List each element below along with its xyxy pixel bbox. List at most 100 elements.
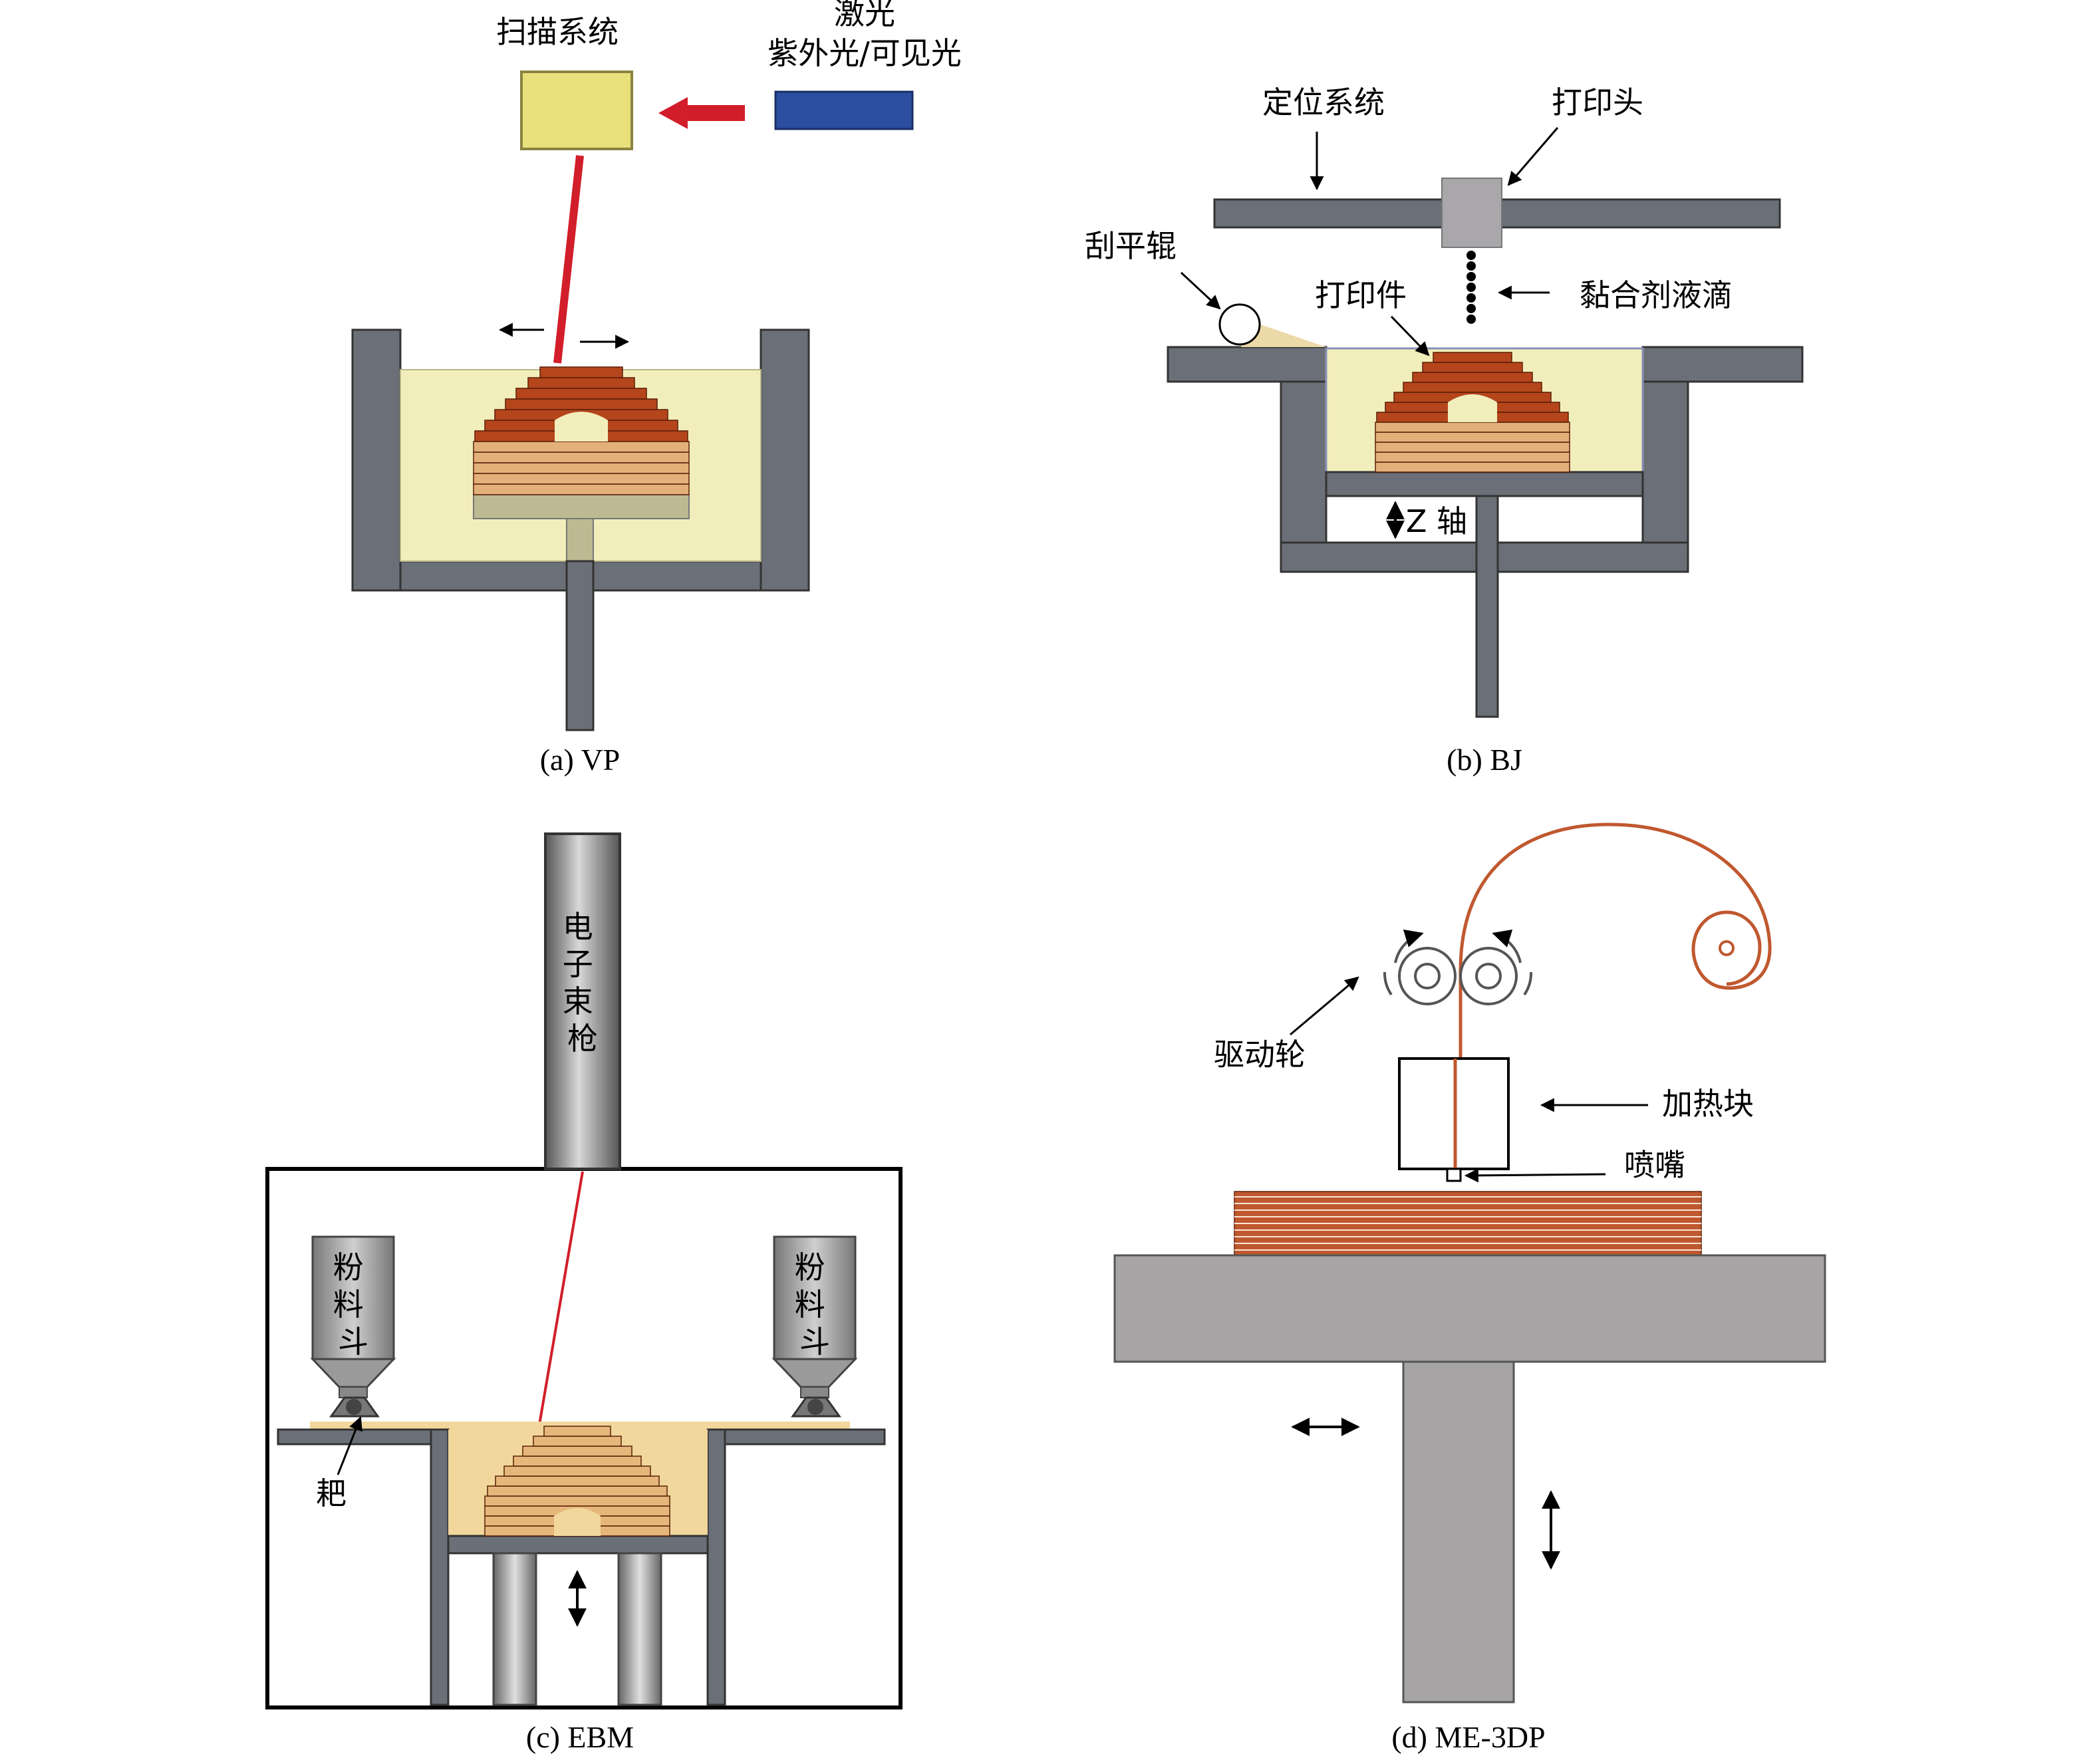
printed-part-b — [1375, 352, 1570, 473]
caption-d: (d) ME-3DP — [1391, 1720, 1545, 1754]
part-layer — [527, 377, 635, 389]
nozzle-arrow — [1464, 1168, 1606, 1183]
z-axis-label: Z 轴 — [1406, 503, 1467, 539]
part-layer — [1375, 432, 1570, 443]
hopper-left-char-1: 粉 — [333, 1249, 364, 1285]
roller-arrow — [1180, 271, 1221, 310]
bed-left-top — [1167, 346, 1327, 383]
part-layer — [522, 1446, 632, 1457]
gun-char-4: 枪 — [567, 1021, 598, 1057]
binder-droplet — [1466, 283, 1476, 292]
part-layer — [539, 366, 623, 378]
heater-label: 加热块 — [1662, 1086, 1754, 1122]
part-layer — [484, 1495, 670, 1507]
drive-wheel-label: 驱动轮 — [1214, 1037, 1306, 1072]
part-layer — [515, 388, 647, 400]
part-layer — [473, 473, 690, 485]
laser-type-label: 紫外光/可见光 — [768, 35, 962, 71]
part-hole — [555, 412, 608, 441]
part-layer — [495, 1475, 660, 1487]
part-layer — [1375, 422, 1570, 433]
powder-layer-top — [310, 1422, 850, 1430]
platform-shaft — [565, 560, 595, 731]
gun-char-2: 子 — [563, 946, 593, 982]
bed-right-wall — [1641, 380, 1689, 573]
binder-droplet — [1466, 251, 1476, 260]
rake-label: 耙 — [316, 1475, 347, 1511]
hopper-left-char-3: 斗 — [338, 1324, 368, 1360]
part-layer — [533, 1436, 622, 1447]
vat-right-wall — [760, 328, 810, 592]
hopper-left-char-2: 料 — [333, 1287, 364, 1323]
rotation-arrow-left — [1394, 929, 1424, 963]
part-layer — [1422, 362, 1523, 373]
part-arrow — [1390, 315, 1430, 356]
nozzle-label: 喷嘴 — [1624, 1147, 1685, 1183]
piston-rod-left — [492, 1552, 537, 1706]
filament — [1459, 822, 1772, 1165]
part-layer — [1375, 441, 1570, 453]
printhead-arrow — [1507, 127, 1559, 186]
part-layer — [503, 1465, 651, 1477]
part-layer — [1403, 382, 1542, 393]
nozzle — [1446, 1168, 1462, 1182]
table-left — [277, 1428, 450, 1446]
panel-b-bj: 定位系统 打印头 黏合剂液滴 刮平辊 打印件 Z 轴 (b) BJ — [1085, 84, 1804, 777]
caption-c: (c) EBM — [526, 1720, 634, 1754]
build-well-left-wall — [430, 1428, 450, 1706]
electron-gun — [544, 832, 621, 1170]
piston-shaft — [1475, 495, 1499, 718]
hopper-left-label: 粉 料 斗 — [333, 1249, 374, 1360]
binder-droplet — [1466, 261, 1476, 271]
part-label: 打印件 — [1315, 277, 1407, 313]
part-layer — [487, 1485, 668, 1497]
piston-rod-right — [617, 1552, 662, 1706]
laser-label: 激光 — [834, 0, 895, 31]
binder-droplet — [1466, 272, 1476, 281]
roller-powder-wedge — [1241, 318, 1326, 347]
leveling-roller — [1218, 303, 1261, 346]
gun-char-3: 束 — [563, 983, 593, 1019]
part-layer — [473, 462, 690, 474]
rotation-arrow-right-2 — [1523, 971, 1533, 996]
spool-center — [1719, 940, 1735, 956]
hopper-right-char-1: 粉 — [795, 1249, 825, 1285]
binder-droplet — [1466, 315, 1476, 324]
part-layer — [1433, 352, 1512, 363]
caption-b: (b) BJ — [1447, 743, 1522, 777]
part-layer — [505, 398, 658, 410]
rotation-arrow-right — [1492, 929, 1522, 963]
drive-wheel-left — [1398, 947, 1457, 1005]
table-right — [724, 1428, 886, 1446]
part-hole — [1448, 394, 1497, 422]
positioning-label: 定位系统 — [1262, 84, 1385, 120]
scan-system-label: 扫描系统 — [496, 14, 619, 50]
deposited-layers — [1234, 1191, 1702, 1256]
binder-droplet — [1466, 304, 1476, 313]
drive-wheel-arrow — [1290, 976, 1359, 1036]
rake-arrow — [337, 1416, 362, 1475]
printhead — [1441, 178, 1502, 248]
part-layer — [473, 483, 690, 495]
laser-beam-a — [553, 155, 584, 364]
hopper-left — [310, 1235, 396, 1418]
panel-d-me3dp: 驱动轮 加热块 喷嘴 (d) ME-3DP — [1113, 822, 1826, 1754]
panel-c-ebm: 电 子 束 枪 粉 料 斗 粉 料 斗 — [265, 832, 903, 1754]
hopper-right — [771, 1235, 858, 1418]
printed-part-c — [484, 1426, 670, 1537]
build-platform — [473, 494, 690, 519]
part-layer — [1412, 372, 1533, 383]
binder-label: 黏合剂液滴 — [1580, 277, 1733, 313]
build-piston — [1325, 471, 1644, 497]
printed-part-a — [473, 366, 690, 495]
gun-label: 电 子 束 枪 — [563, 909, 603, 1057]
bed-right-top — [1641, 346, 1804, 383]
printhead-label: 打印头 — [1552, 84, 1643, 120]
part-layer — [513, 1455, 642, 1467]
part-layer — [543, 1426, 611, 1437]
vat-left-wall — [351, 328, 402, 592]
electron-beam — [536, 1171, 584, 1437]
roller-label: 刮平辊 — [1085, 228, 1177, 264]
panel-a-vp: 扫描系统 激光 紫外光/可见光 (a) VP — [351, 0, 962, 777]
